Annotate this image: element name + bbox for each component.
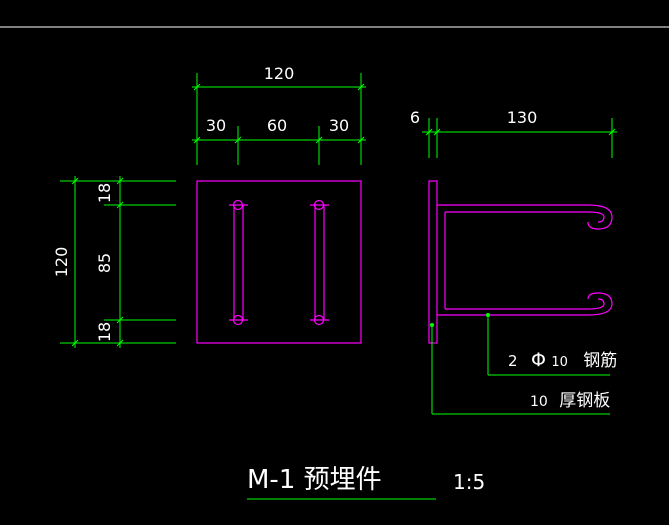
rebar-note: 2 Φ 10 钢筋 [508, 349, 617, 371]
rebar-hook-bars [437, 204, 613, 316]
drawing-title: M-1 预埋件 [247, 465, 382, 495]
dim-left-top: 18 [95, 183, 114, 203]
rebar-slot-left [229, 199, 248, 326]
rebar-count: 2 [508, 352, 518, 370]
dim-bar-length: 130 [507, 108, 538, 127]
dim-plate-thickness: 6 [410, 108, 420, 127]
plan-dims-left [60, 176, 176, 348]
leader-lines [430, 313, 610, 415]
dim-top-right: 30 [329, 116, 349, 135]
side-view: 6 130 2 Φ 10 钢筋 10 厚钢板 [410, 108, 617, 415]
drawing-scale: 1:5 [453, 470, 485, 494]
dim-left-total: 120 [52, 247, 71, 278]
plan-dims-top [192, 73, 366, 165]
plate-section [428, 180, 438, 344]
dim-top-total: 120 [264, 64, 295, 83]
plate-note: 10 厚钢板 [530, 391, 610, 411]
rebar-diameter: 10 [551, 355, 568, 370]
dim-left-mid: 85 [95, 253, 114, 273]
dim-left-bottom: 18 [95, 322, 114, 342]
dim-top-mid: 60 [267, 116, 287, 135]
plan-view: 120 30 60 30 120 18 85 18 [52, 64, 366, 348]
embed-plate-outline [196, 180, 362, 344]
plate-label: 厚钢板 [559, 391, 610, 411]
plate-thickness: 10 [530, 394, 548, 410]
rebar-slot-right [310, 199, 329, 326]
rebar-symbol: Φ [531, 349, 546, 371]
side-dims-top [422, 118, 617, 158]
rebar-label: 钢筋 [583, 351, 617, 371]
dim-top-left: 30 [206, 116, 226, 135]
